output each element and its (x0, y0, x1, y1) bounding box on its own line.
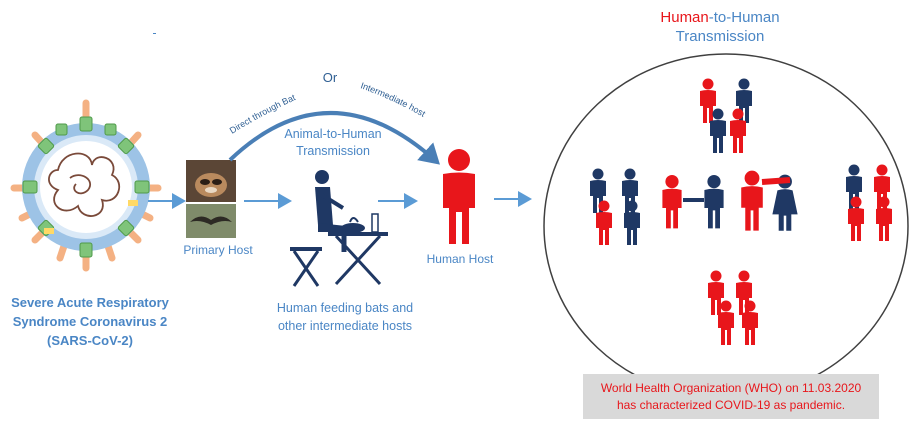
animal-to-human-label: Animal-to-Human Transmission (268, 126, 398, 160)
center-handshake-people (662, 175, 724, 229)
feeding-label-line1: Human feeding bats and (276, 301, 414, 315)
virus-label: Severe Acute Respiratory Syndrome Corona… (2, 293, 178, 350)
human-to-human-title-line2: Transmission (675, 28, 765, 45)
route-intermediate-label: Intermediate host (359, 80, 427, 119)
feeding-label-line2: other intermediate hosts (277, 319, 413, 333)
arrow-animal-to-human (228, 111, 440, 165)
human-host-label: Human Host (426, 252, 494, 266)
to-human-text: -to-Human (708, 9, 780, 26)
who-note-line2: has characterized COVID-19 as pandemic. (616, 397, 846, 412)
virus-label-line1: Severe Acute Respiratory (11, 295, 169, 310)
who-note-box: World Health Organization (WHO) on 11.03… (583, 374, 879, 419)
virus-label-line2: Syndrome Coronavirus 2 (12, 314, 168, 329)
human-to-human-title-line1: Human-to-Human (600, 8, 840, 27)
feeding-person-illustration (290, 170, 388, 287)
human-host-figure (443, 149, 475, 244)
or-label: Or (322, 70, 338, 85)
who-note-line1: World Health Organization (WHO) on 11.03… (600, 380, 862, 395)
human-word: Human (660, 9, 709, 26)
human-to-human-title: Human-to-Human Transmission (600, 8, 840, 46)
stray-mark (153, 33, 156, 34)
primary-host-label: Primary Host (183, 243, 253, 257)
virus-illustration (10, 99, 162, 272)
center-right-people (741, 170, 798, 231)
animal-to-human-line1: Animal-to-Human (284, 127, 382, 141)
virus-label-line3: (SARS-CoV-2) (47, 333, 133, 348)
primary-host-photos (186, 160, 236, 238)
feeding-label: Human feeding bats and other intermediat… (250, 299, 440, 335)
animal-to-human-line2: Transmission (296, 144, 370, 158)
